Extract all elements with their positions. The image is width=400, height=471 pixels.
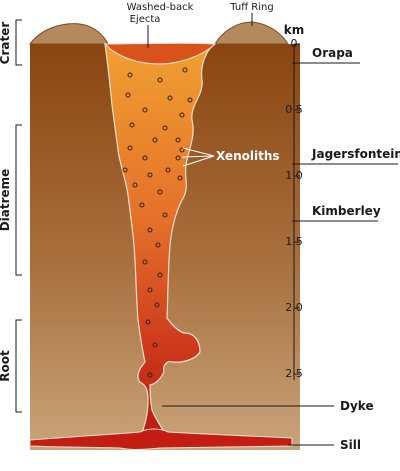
depth-tick-label: 2.5 <box>285 367 303 380</box>
crater-bracket <box>15 19 22 66</box>
diatreme-bracket <box>15 124 22 276</box>
xenolith-dots <box>122 67 193 378</box>
zone-diatreme-label: Diatreme <box>0 169 12 232</box>
kimberlite-pipe <box>104 42 216 439</box>
zone-root-label: Root <box>0 350 12 382</box>
zone-crater-label: Crater <box>0 22 12 65</box>
reference-kimberley: Kimberley <box>312 204 381 218</box>
washed-back-ejecta <box>103 42 217 65</box>
root-bracket <box>15 319 22 413</box>
dyke-label: Dyke <box>340 399 374 413</box>
washed-back-label-line2: Ejecta <box>130 14 161 25</box>
tuff-ring-label: Tuff Ring <box>229 2 273 13</box>
tuff-ring-left <box>29 23 109 45</box>
depth-tick-label: 0.5 <box>285 103 303 116</box>
reference-jagersfontein: Jagersfontein <box>311 147 400 161</box>
depth-tick-label: 1.0 <box>285 169 303 182</box>
depth-tick-label: 2.0 <box>285 301 303 314</box>
sill <box>29 428 293 450</box>
xenoliths-pointers <box>181 147 215 167</box>
depth-tick-label: 0 <box>291 37 298 50</box>
reference-orapa: Orapa <box>312 46 353 60</box>
sill-label: Sill <box>340 438 361 452</box>
depth-tick-label: 1.5 <box>285 235 303 248</box>
xenoliths-label: Xenoliths <box>216 149 280 163</box>
depth-ticks <box>294 43 300 375</box>
washed-back-label-line1: Washed-back <box>127 2 194 13</box>
depth-unit-label: km <box>284 23 304 37</box>
